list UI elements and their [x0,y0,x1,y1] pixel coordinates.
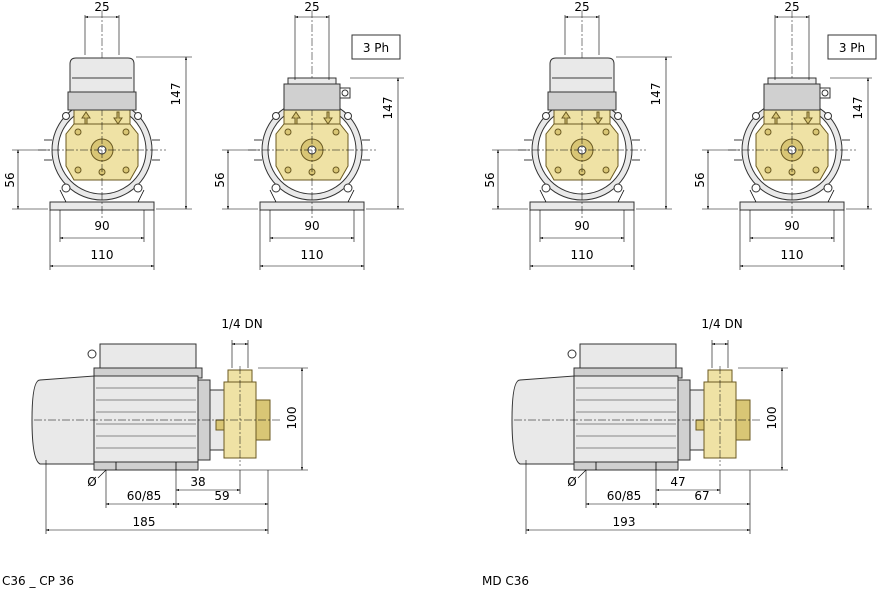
total-height-dim: 147 [381,97,395,120]
total-length-dim: 185 [133,515,156,529]
axis-height-dim: 56 [693,172,707,187]
total-length-dim: 193 [613,515,636,529]
feet-inner-dim: 90 [784,219,799,233]
three-phase-tag [351,34,401,60]
caption-md-c36: MD C36 [482,574,529,588]
height-dim: 100 [765,407,779,430]
port-offset-dim: 59 [214,489,229,503]
feet-inner-dim: 90 [94,219,109,233]
port-size-dim: 1/4 DN [221,317,262,331]
front-view-1: 25 147 56 90 110 [3,0,192,270]
feet-spacing-dim: 60/85 [127,489,162,503]
feet-outer-dim: 110 [91,248,114,262]
axis-height-dim: 56 [213,172,227,187]
finned-body-lines [576,387,676,449]
front-view-2: 25 3 Ph 147 56 90 110 [213,0,404,270]
side-view-2: 1/4 DN 100 Ø 60/85 47 67 193 [511,317,788,534]
front-view-4: 25 3 Ph 147 56 90 110 [693,0,877,270]
height-dim: 100 [285,407,299,430]
three-phase-tag [827,34,877,60]
three-phase-tag-label: 3 Ph [839,41,865,55]
feet-outer-dim: 110 [781,248,804,262]
three-phase-tag-label: 3 Ph [363,41,389,55]
feet-inner-dim: 90 [574,219,589,233]
finned-body-lines [96,387,196,449]
caption-c36-cp36: C36 _ CP 36 [2,574,74,588]
axis-height-dim: 56 [483,172,497,187]
top-port-dim: 25 [304,0,319,14]
total-height-dim: 147 [169,83,183,106]
hole-diameter-symbol: Ø [567,475,576,489]
side-view-1: 1/4 DN 100 Ø 60/85 38 59 185 [31,317,308,534]
hole-diameter-symbol: Ø [87,475,96,489]
feet-spacing-dim: 60/85 [607,489,642,503]
feet-outer-dim: 110 [301,248,324,262]
top-port-dim: 25 [784,0,799,14]
total-height-dim: 147 [649,83,663,106]
flange-dim: 38 [190,475,205,489]
feet-inner-dim: 90 [304,219,319,233]
top-port-dim: 25 [574,0,589,14]
flange-dim: 47 [670,475,685,489]
port-offset-dim: 67 [694,489,709,503]
top-port-dim: 25 [94,0,109,14]
feet-outer-dim: 110 [571,248,594,262]
axis-height-dim: 56 [3,172,17,187]
total-height-dim: 147 [851,97,865,120]
front-view-3: 25 147 56 90 110 [483,0,672,270]
port-size-dim: 1/4 DN [701,317,742,331]
